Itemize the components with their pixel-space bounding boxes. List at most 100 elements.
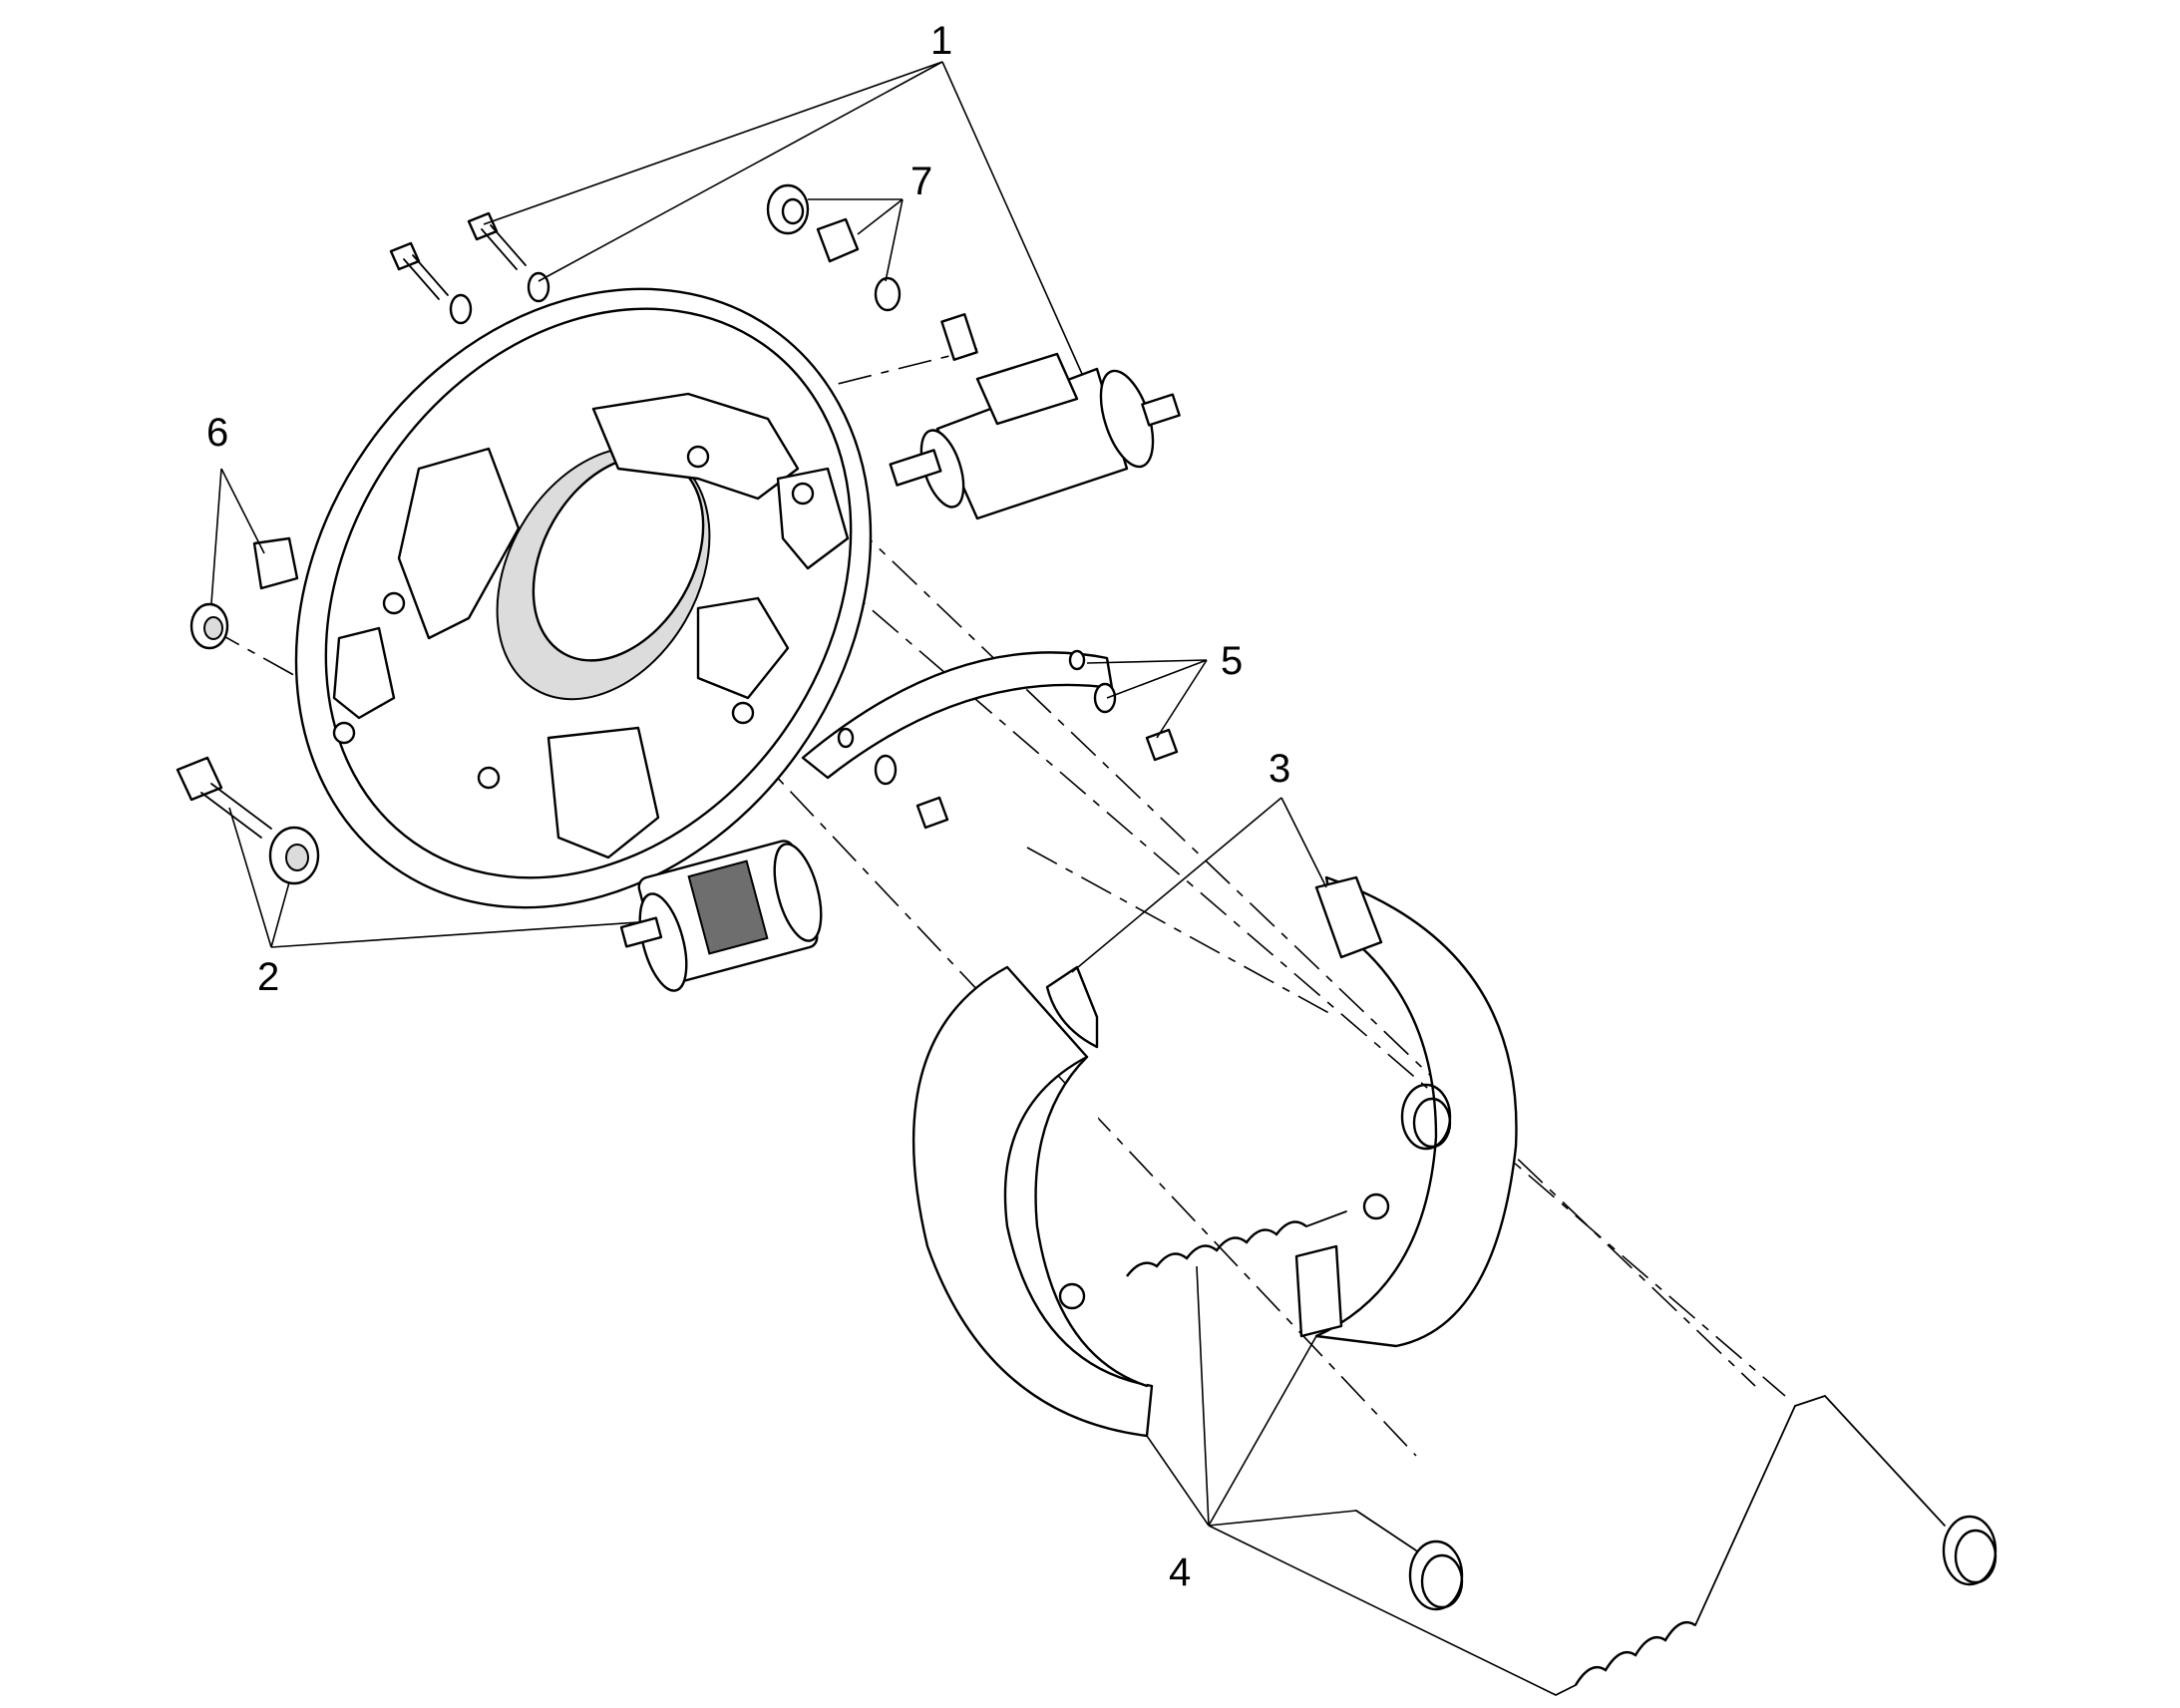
leader-3b [1280,797,1327,888]
leader-4b [1196,1265,1210,1527]
lining-rivet-hole-1 [1068,649,1086,671]
adjuster-spring-top-hook [1794,1395,1826,1407]
left-anchor-bracket [397,447,521,640]
leader-5c [1156,659,1208,739]
adjuster-spring-coil [1574,1620,1696,1686]
brake-shoe-left-lining [911,965,1154,1438]
adjuster-wheel-right [773,843,823,942]
adjuster-spring [1555,1395,1826,1696]
hold-down-spring-far [1824,1395,1998,1586]
bolt-head-part-2 [176,756,223,802]
leader-4c [1208,1335,1317,1527]
adjuster-spring-bottom-hook [1555,1684,1577,1696]
callout-labels: 1 2 3 4 5 6 7 [206,19,1290,1594]
callout-1: 1 [930,19,952,63]
brake-shoe-right-tip [1314,875,1383,959]
washer-a [449,293,473,325]
bleeder-screw [940,313,978,361]
wheel-cylinder-top-flange [975,352,1079,426]
adjuster-pin [619,916,663,948]
adjuster-mechanism [687,859,769,955]
leader-7b [857,198,904,235]
leader-4a [1146,1435,1210,1527]
washer-part-2-hole [285,844,309,871]
leader-2b [270,881,290,948]
far-spring-coil-1 [1942,1515,1998,1586]
wheel-cylinder-piston-left [889,449,942,487]
shoe-hole-right [1362,1193,1390,1220]
leader-1c [941,61,1083,375]
fitting-nut [816,217,860,263]
return-spring-hook [1305,1210,1347,1227]
leader-1a [483,61,943,225]
hold-down-coil-2 [1412,1097,1452,1149]
leader-5a [1086,659,1208,664]
callout-3: 3 [1269,747,1290,791]
plate-hole-3 [477,766,501,790]
leader-2a [228,807,272,948]
callout-2: 2 [257,955,279,999]
callout-7: 7 [910,160,932,203]
screw-part-5a [1145,728,1179,762]
leader-6b [210,468,222,604]
leader-6a [220,468,265,554]
leader-5b [1106,659,1208,699]
backing-plate [294,287,873,909]
leader-2c [270,921,639,948]
leader-lines [210,61,1557,1696]
fitting-washer-top-hole [781,197,805,225]
bolt-shank-b [481,228,518,270]
screw-part-5b [915,796,949,830]
bolt-shank-a [403,258,440,300]
parts-group-5 [801,649,1179,830]
bolt-shank-part-2b [210,783,272,830]
clip-part-6 [252,536,299,590]
lower-adjuster-seat [546,726,660,859]
wheel-cylinder-piston-right [1141,393,1181,427]
parts-group-2 [176,756,823,992]
hold-down-bottom-pin [1355,1510,1417,1551]
leader-4e [1208,1525,1557,1696]
axis-line-shoe [1026,847,1337,1018]
hold-down-bottom-coil-1 [1408,1539,1464,1611]
hold-down-bottom-coil-2 [1420,1553,1464,1609]
fittings-group-7 [766,183,902,312]
brake-shoes [911,875,1518,1438]
fitting-washer-small [874,276,902,312]
plate-hole-4 [731,701,755,725]
leader-4d [1208,1510,1357,1527]
leader-7c [885,198,904,282]
wheel-cylinder [889,313,1181,520]
lining-rivet-hole-2 [837,727,855,749]
parts-group-6 [189,536,299,650]
springs [1126,1083,1998,1696]
plate-hole-1 [382,591,406,615]
bushing-part-6-hole [203,616,223,640]
far-spring-wire [1824,1395,1946,1527]
leader-1b [538,61,943,282]
callout-4: 4 [1169,1550,1191,1594]
bolts-group-1 [389,211,550,325]
pivot-block [696,596,790,700]
washer-b [527,271,550,303]
hold-down-spring-right [1400,1083,1452,1151]
brake-shoe-right-lining [1314,875,1518,1348]
brake-shoe-left-tip [1045,965,1099,1049]
plate-hole-6 [686,445,710,469]
adjuster-spring-wire [1694,1405,1796,1626]
callout-6: 6 [206,411,228,455]
bolt-shank-b2 [490,224,527,266]
shoe-hole-left [1058,1282,1086,1310]
left-slot-boss [332,626,396,720]
leader-3a [1071,797,1282,973]
washer-part-5a [1093,682,1117,714]
shoe-return-spring [1126,1210,1347,1277]
return-spring-coil [1126,1220,1307,1277]
washer-part-5b [874,754,898,786]
brake-shoe-right-heel [1294,1244,1343,1338]
far-spring-coil-2 [1954,1529,1998,1584]
friction-lining-segment [801,651,1114,780]
hold-down-spring-bottom [1355,1510,1464,1611]
bolt-shank-a2 [412,254,449,296]
